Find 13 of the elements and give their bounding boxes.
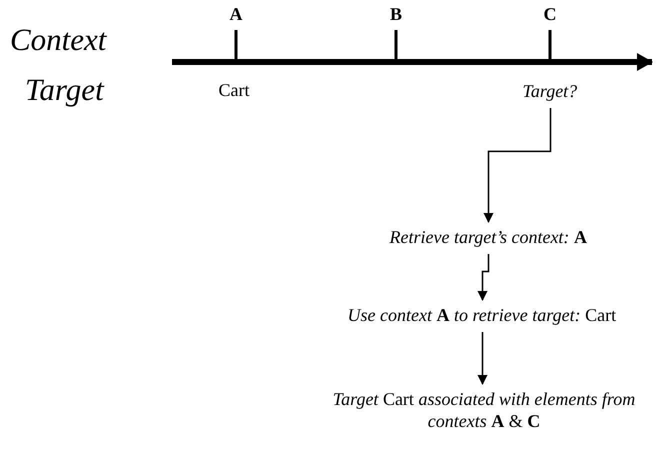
arrow (478, 254, 490, 301)
row-label: Context (10, 22, 106, 58)
row-label: Target (25, 72, 104, 108)
text-step: Retrieve target’s context: A (390, 226, 587, 248)
timeline-item: Cart (218, 80, 250, 101)
text-step: Target? (522, 80, 578, 102)
text-step: Target Cart associated with elements from contexts A & C (304, 388, 664, 432)
tick-label: C (544, 4, 556, 25)
tick-label: B (390, 4, 402, 25)
arrow (484, 108, 552, 223)
arrow (478, 332, 488, 385)
text-step: Use context A to retrieve target: Cart (348, 304, 616, 326)
tick-label: A (230, 4, 242, 25)
